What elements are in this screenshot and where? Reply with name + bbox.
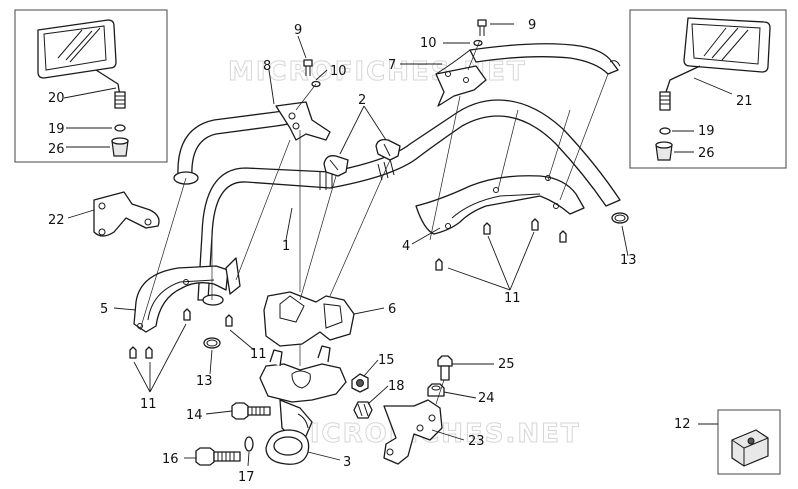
screw-9-left [303,59,313,76]
right-mirror-washer [659,127,671,135]
callout-3: 3 [343,455,351,470]
callout-10-left: 10 [330,64,347,79]
upper-clamp-left [323,155,349,177]
assembly-guides [139,39,609,405]
bracket-23 [383,399,443,465]
callout-2: 2 [358,93,366,108]
upper-clamp-right [375,138,401,161]
screws-11 [129,218,567,359]
bolt-14 [231,402,271,420]
handlebar-clamp [731,429,769,467]
leader-lines [63,23,733,467]
bolt-16 [195,447,241,466]
callout-11-left: 11 [140,397,157,412]
callout-9-left: 9 [294,23,302,38]
callout-18: 18 [388,379,405,394]
small-bracket [93,191,160,237]
right-support-bracket [415,175,585,235]
o-ring-left [203,337,221,349]
callout-17: 17 [238,470,255,485]
callout-labels: 20 19 26 21 19 26 9 10 8 9 10 7 2 1 22 5… [48,18,753,485]
callout-13-left: 13 [196,374,213,389]
callout-19-left: 19 [48,122,65,137]
nut-18 [353,401,373,419]
left-support-bracket [133,257,241,333]
callout-21: 21 [736,94,753,109]
callout-19-right: 19 [698,124,715,139]
callout-16: 16 [162,452,179,467]
callout-20: 20 [48,91,65,106]
callout-9-right: 9 [528,18,536,33]
bolt-25 [437,355,453,381]
callout-25: 25 [498,357,515,372]
right-mirror [659,17,771,111]
left-mirror [37,19,126,109]
left-mirror-washer [114,124,126,132]
callout-26-left: 26 [48,142,65,157]
callout-4: 4 [402,239,410,254]
callout-15: 15 [378,353,395,368]
callout-8: 8 [263,59,271,74]
callout-7: 7 [388,58,396,73]
callout-22: 22 [48,213,65,228]
callout-24: 24 [478,391,495,406]
o-ring-right [611,212,629,224]
callout-26-right: 26 [698,146,715,161]
callout-12: 12 [674,417,691,432]
callout-1: 1 [282,239,290,254]
left-mirror-nut [111,137,129,157]
callout-11-right: 11 [504,291,521,306]
right-mirror-nut [655,141,673,161]
callout-6: 6 [388,302,396,317]
spacer-24 [427,383,445,397]
callout-5: 5 [100,302,108,317]
riser-top [263,291,355,347]
callout-14: 14 [186,408,203,423]
riser-base [259,345,347,465]
upper-handlebar [173,43,621,185]
nut-15 [351,373,369,393]
callout-23: 23 [468,434,485,449]
callout-11-center: 11 [250,347,267,362]
callout-13-right: 13 [620,253,637,268]
screw-9-right [477,19,487,36]
washer-17 [244,436,254,452]
callout-10-right: 10 [420,36,437,51]
